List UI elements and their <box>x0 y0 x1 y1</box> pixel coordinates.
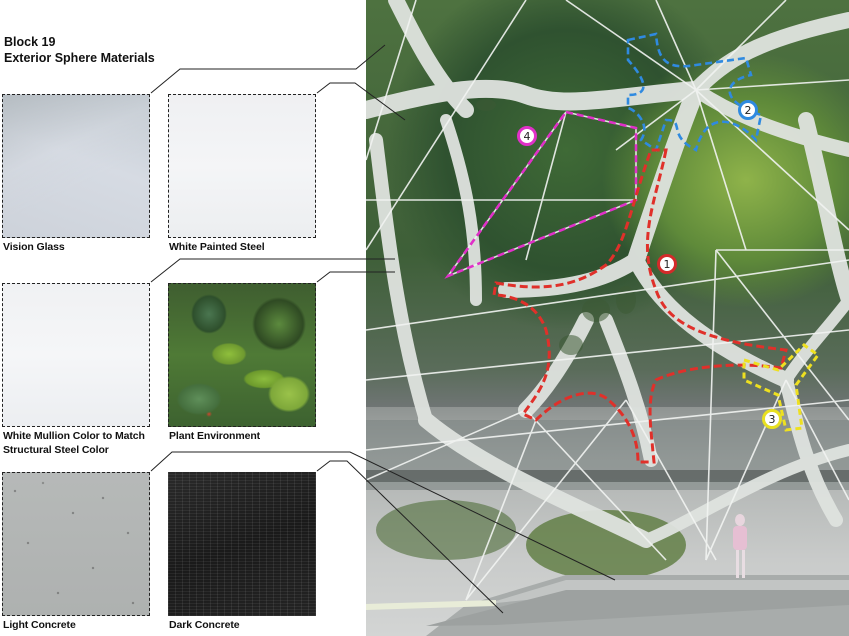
marker-3: 3 <box>762 409 782 429</box>
swatch-light-concrete <box>2 472 150 616</box>
block-title: Block 19 <box>4 35 56 49</box>
swatch-vision-glass <box>2 94 150 238</box>
label-vision-glass: Vision Glass <box>3 241 65 253</box>
swatch-white-mullion <box>2 283 150 427</box>
swatch-white-painted-steel <box>168 94 316 238</box>
swatch-dark-concrete <box>168 472 316 616</box>
person-figure <box>733 514 747 578</box>
label-white-mullion-line1: White Mullion Color to Match <box>3 430 145 442</box>
sphere-rendering: 1 2 3 4 <box>366 0 849 636</box>
title-block: Block 19 Exterior Sphere Materials <box>4 34 155 66</box>
label-white-mullion: White Mullion Color to Match Structural … <box>3 429 145 457</box>
label-white-mullion-line2: Structural Steel Color <box>3 444 109 456</box>
label-plant-environment: Plant Environment <box>169 430 261 442</box>
label-light-concrete: Light Concrete <box>3 619 76 631</box>
marker-2: 2 <box>738 100 758 120</box>
marker-4: 4 <box>517 126 537 146</box>
swatch-plant-environment <box>168 283 316 427</box>
section-title: Exterior Sphere Materials <box>4 51 155 65</box>
marker-1: 1 <box>657 254 677 274</box>
label-dark-concrete: Dark Concrete <box>169 619 240 631</box>
label-white-painted-steel: White Painted Steel <box>169 241 265 253</box>
sphere-structure-graphic <box>366 0 849 636</box>
